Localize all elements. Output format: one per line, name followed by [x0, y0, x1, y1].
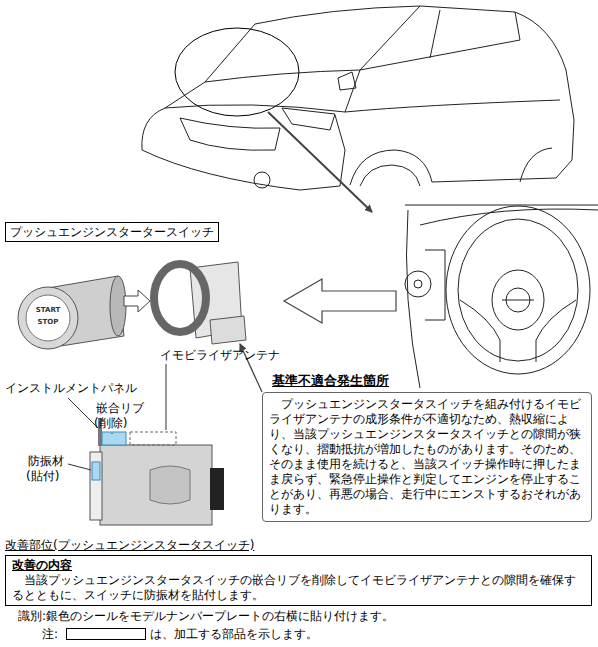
window-pillar: [430, 10, 440, 58]
switch-dot: [414, 280, 422, 288]
antenna-drawing: [154, 262, 246, 344]
note-text: 識別:銀色のシールをモデルナンバープレートの右横に貼り付けます。: [18, 609, 394, 623]
part-name: 防振材: [28, 454, 64, 468]
section-heading: 基準不適合発生箇所: [262, 372, 592, 389]
box-text: 当該プッシュエンジンスタータスイッチの嵌合リブを削除してイモビライザアンテナとの…: [12, 573, 585, 603]
leader: [68, 464, 91, 470]
part-note: (削除): [94, 416, 127, 430]
dash-top: [420, 209, 598, 225]
wheel-arch: [350, 150, 432, 185]
leader: [112, 433, 113, 434]
detail-drawing: [90, 418, 224, 525]
detail-flange: [90, 452, 102, 520]
detail-latch: [150, 466, 190, 504]
button-text: START: [36, 306, 61, 314]
legend-text: は、加工する部品を示します。: [150, 627, 318, 641]
mirror: [338, 72, 356, 90]
headlight: [282, 108, 335, 130]
rocker: [432, 148, 556, 182]
detail-rib: [102, 432, 126, 445]
hood: [165, 70, 360, 112]
car-body: [142, 6, 574, 178]
section-heading: 改善部位(プッシュエンジンスタータスイッチ): [5, 538, 254, 552]
part-name: 嵌合リブ: [96, 401, 144, 415]
switch-marker: [405, 271, 431, 297]
switch-bezel: [18, 287, 78, 349]
switch-button: [26, 295, 70, 341]
detail-body: [100, 445, 212, 525]
part-note: (貼付): [26, 469, 59, 483]
dash-edge: [407, 210, 421, 388]
assembly-arrow: [124, 290, 150, 312]
side-window: [360, 12, 520, 70]
node-box: プッシュエンジンスタータースイッチ: [5, 222, 219, 242]
note-text: 注:: [42, 627, 58, 641]
fog-light: [254, 172, 270, 188]
fault-box: プッシュエンジンスタータスイッチを組み付けるイモビライザアンテナの成形条件が不適…: [262, 392, 592, 522]
steering-inner: [458, 219, 578, 361]
highlight-circle: [175, 28, 299, 116]
legend-swatch: [66, 628, 146, 640]
part-name: イモビライザアンテナ: [160, 348, 280, 362]
side-line: [345, 100, 560, 112]
grille: [180, 118, 280, 150]
cockpit-drawing: [405, 205, 598, 388]
view-frame: [405, 205, 598, 206]
part-name: インストルメントパネル: [5, 381, 137, 395]
antenna-connector: [210, 316, 246, 344]
zoom-arrow-hollow: [284, 279, 396, 323]
windshield: [205, 6, 420, 82]
wheel: [360, 165, 420, 186]
node-box: 基準不適合発生箇所プッシュエンジンスタータスイッチを組み付けるイモビライザアンテ…: [262, 372, 592, 522]
leader: [166, 364, 167, 430]
box-heading: 改善の内容: [12, 558, 585, 573]
leader: [68, 398, 98, 428]
antenna-ring: [154, 264, 206, 332]
steering-hub: [492, 270, 544, 330]
box-label: プッシュエンジンスタータースイッチ: [10, 224, 214, 240]
dash-panel: [425, 250, 445, 320]
leader-lines: [68, 364, 166, 470]
switch-drawing: [18, 276, 126, 349]
detail-removed-rib: [130, 432, 176, 445]
car-drawing: [142, 6, 574, 190]
bumper: [142, 115, 345, 190]
emblem-bar: [502, 300, 534, 301]
detail-connector: [210, 468, 224, 510]
fault-text: プッシュエンジンスタータスイッチを組み付けるイモビライザアンテナの成形条件が不適…: [269, 397, 585, 517]
detail-damper: [92, 462, 100, 480]
button-text: STOP: [38, 318, 59, 326]
steering-outer: [446, 206, 590, 374]
steering-spokes: [460, 300, 576, 362]
node-box: 改善の内容当該プッシュエンジンスタータスイッチの嵌合リブを削除してイモビライザア…: [5, 555, 592, 606]
zoom-arrow: [268, 112, 372, 212]
